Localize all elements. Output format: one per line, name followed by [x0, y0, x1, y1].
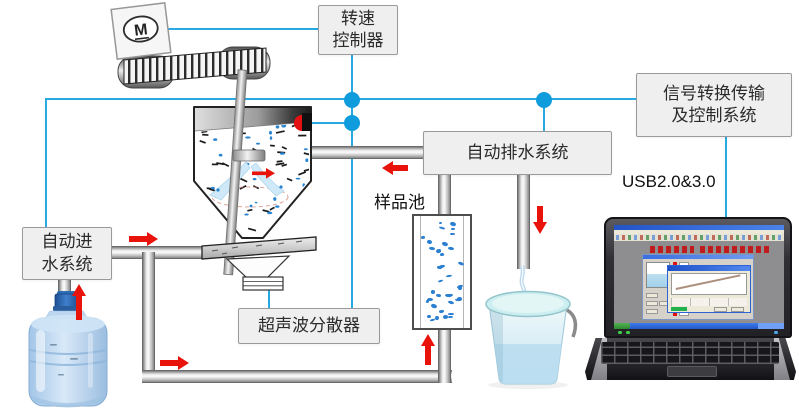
- result-button: [731, 307, 744, 312]
- flow-arrow-up: [72, 281, 86, 320]
- signal-system-line1: 信号转换传输: [663, 83, 765, 103]
- laptop-display: [604, 217, 792, 338]
- funnel-to-ultrasonic-wire: [268, 287, 270, 309]
- stir-arrow: [252, 171, 266, 176]
- system-tray: [758, 323, 784, 329]
- waste-bucket: [485, 265, 578, 389]
- bucket-water: [489, 344, 567, 384]
- sensor-wire: [310, 122, 352, 124]
- power-led: [618, 331, 622, 334]
- sample-cell-label: 样品池: [374, 193, 425, 212]
- inlet-system-box: 自动进 水系统: [22, 227, 112, 280]
- result-trend-line: [675, 274, 741, 290]
- flow-arrow-right: [160, 356, 189, 370]
- ultrasonic-disperser-box: 超声波分散器: [238, 308, 380, 344]
- loop-bottom-pipe: [142, 370, 452, 383]
- collection-funnel: [225, 255, 291, 279]
- dialog-button: [646, 293, 658, 298]
- inlet-system-line2: 水系统: [41, 254, 93, 274]
- tank-to-drain-pipe: [306, 146, 424, 159]
- indicator-led: [774, 331, 778, 334]
- cell-inner-wall: [463, 216, 464, 328]
- bus-to-inlet-wire: [45, 98, 47, 228]
- sieve-speckles: [211, 240, 303, 255]
- drain-system-box: 自动排水系统: [423, 131, 612, 175]
- water-bottle: [28, 291, 108, 408]
- result-chart: [671, 273, 747, 295]
- result-table: [671, 298, 747, 306]
- bottle-marks: [50, 344, 78, 376]
- result-progress-green: [671, 307, 687, 311]
- main-bus-wire: [45, 98, 636, 100]
- inlet-system-line1: 自动进: [41, 232, 93, 252]
- speed-controller-line1: 转速: [341, 8, 375, 28]
- keyboard: [601, 342, 779, 364]
- cell-particles: [414, 216, 470, 328]
- speed-controller-line2: 控制器: [332, 31, 384, 50]
- liquid-surface: [195, 108, 310, 131]
- drain-system-label: 自动排水系统: [466, 142, 569, 162]
- motor-to-controller-wire: [166, 28, 318, 30]
- result-window: [667, 265, 751, 313]
- sensor-mount: [302, 113, 312, 131]
- app-menubar: [614, 230, 784, 234]
- inlet-pipe: [108, 246, 208, 259]
- start-button: [614, 323, 630, 329]
- motor-label: M: [133, 21, 148, 39]
- dialog-button: [646, 309, 658, 314]
- app-red-heading: [700, 246, 770, 253]
- app-red-heading: [650, 246, 694, 253]
- flow-arrow-right: [129, 232, 158, 246]
- sieve-table: [201, 236, 317, 260]
- result-titlebar: [668, 266, 750, 271]
- usb-wire: [725, 134, 727, 222]
- flow-arrow-left: [379, 161, 408, 175]
- app-dialog: [642, 254, 754, 320]
- bucket-handle: [565, 308, 578, 338]
- flow-arrow-up: [421, 331, 435, 365]
- stirring-tank-assembly: M: [110, 2, 317, 291]
- drive-belt: [123, 47, 267, 85]
- taskbar: [614, 323, 784, 329]
- dialog-button: [646, 301, 658, 306]
- junction-node: [344, 92, 360, 108]
- touchpad: [667, 366, 717, 377]
- flow-arrow-down: [533, 206, 547, 234]
- app-titlebar: [614, 225, 784, 230]
- junction-node: [536, 92, 552, 108]
- sample-cell: [412, 214, 472, 330]
- cell-top-pipe: [438, 172, 451, 218]
- cell-inner-wall: [420, 216, 421, 328]
- stirrer-shaft: [223, 69, 248, 276]
- laptop-base: [585, 338, 796, 380]
- drain-outlet-pipe: [517, 172, 530, 269]
- result-button: [714, 307, 727, 312]
- funnel-outlet: [242, 276, 284, 291]
- dialog-tank-preview: [646, 262, 670, 288]
- laptop-screen-content: [614, 225, 784, 329]
- speed-controller-box: 转速 控制器: [318, 5, 398, 55]
- junction-node: [344, 115, 360, 131]
- status-led: [626, 331, 630, 334]
- bottle-cap-collar: [53, 306, 80, 311]
- cell-bottom-pipe: [438, 328, 451, 383]
- controller-to-ultrasonic-wire: [351, 52, 353, 308]
- circulation-path: [211, 186, 289, 208]
- motor: M: [110, 2, 172, 60]
- ultrasonic-disperser-label: 超声波分散器: [258, 315, 360, 335]
- level-sensor: [294, 115, 302, 131]
- bus-to-drain-wire: [543, 100, 545, 132]
- app-toolbar: [614, 234, 784, 241]
- signal-system-box: 信号转换传输 及控制系统: [636, 73, 792, 137]
- signal-system-line2: 及控制系统: [671, 106, 757, 125]
- loop-down-pipe: [142, 252, 155, 383]
- bottle-base: [32, 396, 104, 408]
- impeller-hub: [232, 149, 266, 162]
- dialog-titlebar: [643, 255, 753, 259]
- usb-label: USB2.0&3.0: [622, 172, 716, 191]
